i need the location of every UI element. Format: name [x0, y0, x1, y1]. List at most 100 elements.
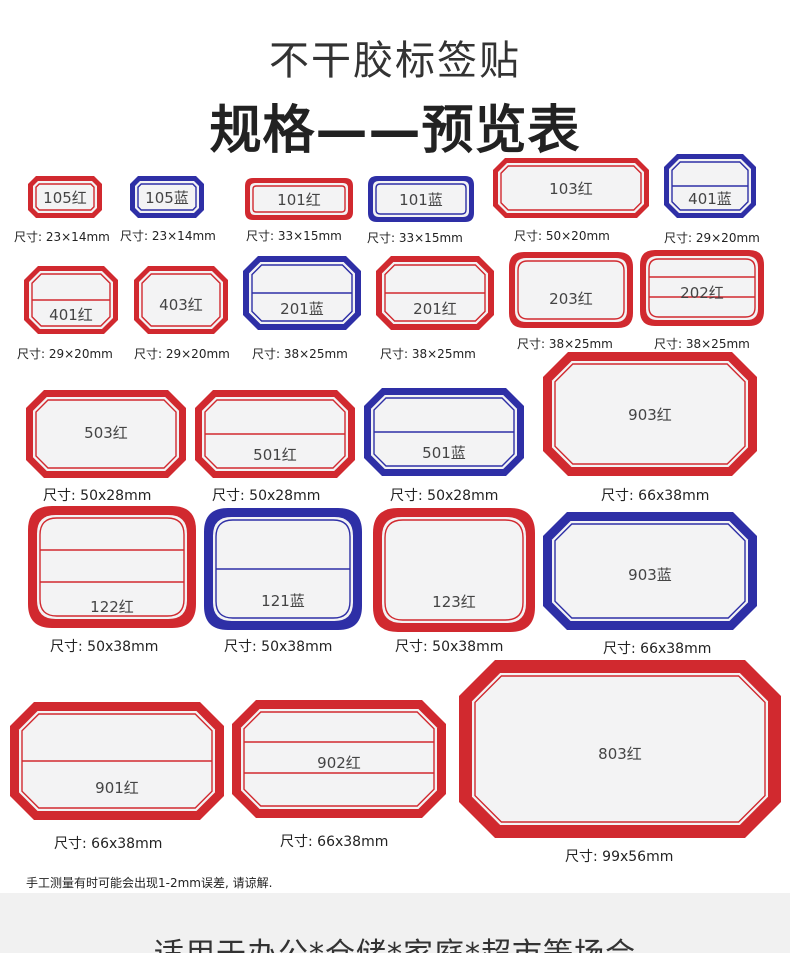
sticker-label: 101红: [245, 178, 353, 220]
sticker-label: 202红: [640, 250, 764, 326]
sticker-inner-line: [35, 399, 177, 469]
sticker-face: [515, 258, 627, 322]
sticker-size: 尺寸: 50×20mm: [514, 229, 610, 243]
sticker-inner-line: [35, 183, 95, 211]
sticker-inner-line: [137, 183, 197, 211]
sticker-face: [250, 183, 348, 215]
sticker-inner-line: [204, 399, 346, 469]
sticker-code: 403红: [159, 296, 203, 314]
sticker-face: [552, 521, 748, 621]
sticker-label: 501红: [195, 390, 355, 478]
sticker-size: 尺寸: 50x38mm: [224, 639, 333, 655]
sticker-label: 401蓝: [664, 154, 756, 218]
sticker-shape: [232, 700, 446, 818]
sticker-inner-line: [500, 165, 642, 211]
sticker-face: [33, 397, 179, 471]
sticker-inner-line: [243, 711, 435, 807]
sticker-label: 403红: [134, 266, 228, 334]
sticker-code: 503红: [84, 424, 128, 442]
sticker-inner-line: [474, 675, 766, 823]
sticker-face: [139, 271, 223, 329]
sticker-shape: [134, 266, 228, 334]
sticker-label: 123红: [373, 508, 535, 632]
sticker-face: [33, 181, 97, 213]
sticker-shape: [24, 266, 118, 334]
sticker-size: 尺寸: 38×25mm: [252, 347, 348, 361]
footer-text: 适用于办公*仓储*家庭*超市等场合: [0, 929, 790, 953]
sticker-shape: [243, 256, 361, 330]
sticker-shape: [664, 154, 756, 218]
sticker-label: 203红: [509, 252, 633, 328]
sticker-label: 902红: [232, 700, 446, 818]
sticker-shape: [543, 512, 757, 630]
sticker-code: 901红: [95, 779, 139, 797]
sticker-size: 尺寸: 29×20mm: [134, 347, 230, 361]
sticker-code: 103红: [549, 180, 593, 198]
sticker-face: [646, 256, 758, 320]
sticker-shape: [26, 390, 186, 478]
sticker-inner-line: [384, 264, 486, 322]
sticker-code: 123红: [432, 593, 476, 611]
sticker-face: [373, 181, 469, 217]
sticker-inner-line: [375, 183, 467, 215]
sticker-code: 803红: [598, 745, 642, 763]
sticker-code: 101蓝: [399, 191, 443, 209]
sticker-inner-line: [648, 258, 756, 318]
sticker-inner-line: [31, 273, 111, 327]
sticker-code: 121蓝: [261, 592, 305, 610]
sticker-size: 尺寸: 38×25mm: [654, 337, 750, 351]
sticker-shape: [459, 660, 781, 838]
sticker-face: [37, 515, 187, 619]
sticker-label: 901红: [10, 702, 224, 820]
sticker-shape: [373, 508, 535, 632]
sticker-label: 122红: [28, 506, 196, 628]
sticker-code: 201蓝: [280, 300, 324, 318]
sticker-label: 903蓝: [543, 512, 757, 630]
sticker-size: 尺寸: 50x38mm: [395, 639, 504, 655]
sticker-inner-line: [373, 397, 515, 467]
sticker-shape: [28, 176, 102, 218]
sticker-inner-line: [252, 185, 346, 213]
sticker-code: 202红: [680, 284, 724, 302]
sticker-label: 903红: [543, 352, 757, 476]
sticker-face: [135, 181, 199, 213]
sticker-label: 201蓝: [243, 256, 361, 330]
sticker-inner-line: [384, 519, 524, 621]
sticker-face: [472, 673, 768, 825]
sticker-size: 尺寸: 66x38mm: [601, 488, 710, 504]
sticker-shape: [204, 508, 362, 630]
sticker-shape: [10, 702, 224, 820]
sticker-shape: [130, 176, 204, 218]
sticker-code: 401蓝: [688, 190, 732, 208]
sticker-size: 尺寸: 23×14mm: [14, 230, 110, 244]
sticker-shape: [364, 388, 524, 476]
sticker-label: 201红: [376, 256, 494, 330]
sticker-face: [382, 517, 526, 623]
sticker-shape: [509, 252, 633, 328]
sticker-label: 803红: [459, 660, 781, 838]
sticker-inner-line: [21, 713, 213, 809]
sticker-code: 501蓝: [422, 444, 466, 462]
sticker-code: 501红: [253, 446, 297, 464]
sticker-size: 尺寸: 66x38mm: [54, 836, 163, 852]
sticker-code: 201红: [413, 300, 457, 318]
sticker-label: 105蓝: [130, 176, 204, 218]
sticker-inner-line: [517, 260, 625, 320]
sticker-shape: [640, 250, 764, 326]
sticker-inner-line: [39, 517, 185, 617]
sticker-shape: [245, 178, 353, 220]
sticker-face: [498, 163, 644, 213]
sticker-code: 105蓝: [145, 189, 189, 207]
sticker-size: 尺寸: 50x28mm: [43, 488, 152, 504]
sticker-shape: [543, 352, 757, 476]
sticker-size: 尺寸: 50x38mm: [50, 639, 159, 655]
sticker-code: 903红: [628, 406, 672, 424]
sticker-size: 尺寸: 38×25mm: [380, 347, 476, 361]
sticker-code: 903蓝: [628, 566, 672, 584]
page-subtitle: 规格——预览表: [209, 101, 581, 161]
sticker-size: 尺寸: 50x28mm: [390, 488, 499, 504]
sticker-shape: [368, 176, 474, 222]
sticker-shape: [28, 506, 196, 628]
sticker-inner-line: [141, 273, 221, 327]
sticker-label: 105红: [28, 176, 102, 218]
